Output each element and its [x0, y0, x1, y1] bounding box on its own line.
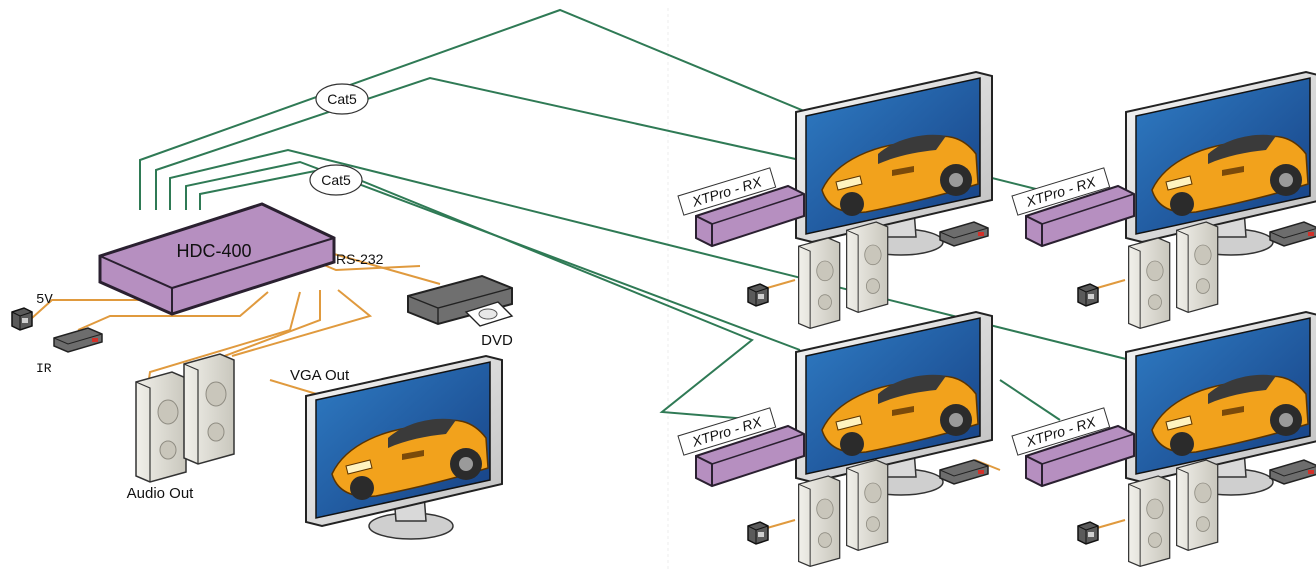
- audio-out-label: Audio Out: [127, 485, 195, 502]
- speaker-icon: [797, 475, 841, 568]
- speaker-icon: [135, 371, 187, 483]
- dvd-player-icon: [407, 274, 514, 327]
- speaker-icon: [797, 237, 841, 330]
- ir-label: IR: [36, 361, 52, 376]
- speaker-icon: [183, 353, 235, 465]
- ir-emitter-icon: [939, 221, 989, 247]
- power-adapter-icon: [747, 283, 769, 307]
- ir-emitter-icon: [53, 327, 103, 353]
- power-label: 5V: [36, 292, 53, 308]
- hub-label: HDC-400: [176, 241, 251, 261]
- speaker-icon: [845, 459, 889, 552]
- receiver-station: XTPro - RX: [1011, 311, 1316, 568]
- svg-text:Cat5: Cat5: [321, 172, 351, 188]
- cat5-label-mid: Cat5: [309, 164, 363, 196]
- speaker-icon: [1127, 475, 1171, 568]
- speaker-icon: [1175, 221, 1219, 314]
- hdc-400-unit: HDC-400: [98, 202, 336, 316]
- ir-emitter-icon: [939, 459, 989, 485]
- receiver-station: XTPro - RX: [677, 311, 993, 568]
- dvd-label: DVD: [481, 332, 513, 349]
- power-adapter-icon: [1077, 521, 1099, 545]
- ir-emitter-icon: [1269, 459, 1316, 485]
- vga-out-label: VGA Out: [290, 367, 350, 384]
- speaker-icon: [845, 221, 889, 314]
- ir-emitter-icon: [1269, 221, 1316, 247]
- rs232-label: RS-232: [336, 251, 384, 267]
- speaker-icon: [1175, 459, 1219, 552]
- power-adapter-icon: [1077, 283, 1099, 307]
- cat5-label-top: Cat5: [315, 83, 369, 115]
- receiver-station: XTPro - RX: [677, 71, 993, 330]
- svg-text:Cat5: Cat5: [327, 91, 357, 107]
- speaker-icon: [1127, 237, 1171, 330]
- power-adapter-icon: [11, 307, 33, 331]
- receiver-station: XTPro - RX: [1011, 71, 1316, 330]
- power-adapter-icon: [747, 521, 769, 545]
